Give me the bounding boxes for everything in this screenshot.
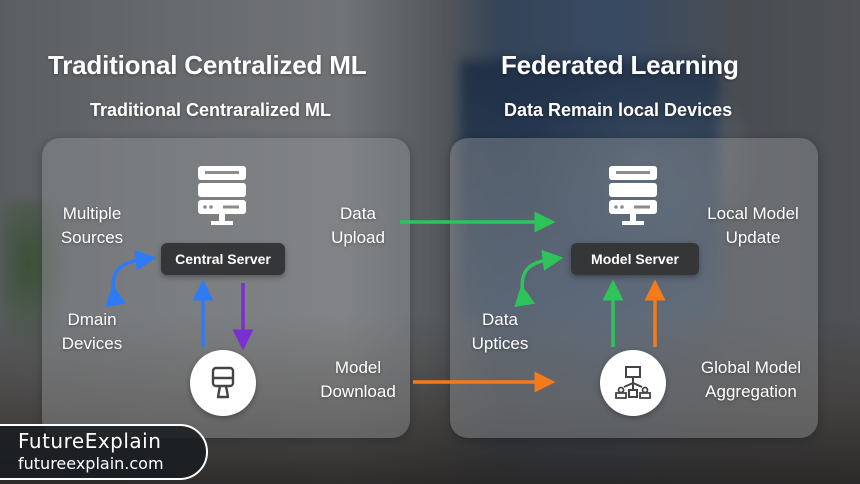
right-subtitle: Data Remain local Devices [504,100,733,120]
model-server-box: Model Server [571,243,699,275]
data-uptices-line2: Uptices [471,334,529,353]
model-download-line1: Model [334,358,382,377]
local-model-update-line1: Local Model [707,204,799,223]
global-model-aggregation-line2: Aggregation [705,382,797,401]
global-model-aggregation-line1: Global Model [700,358,802,377]
model-download-line2: Download [320,382,396,401]
background-plant [0,200,70,360]
left-title: Traditional Centralized ML [48,50,367,80]
local-model-update-line2: Update [725,228,781,247]
data-upload-line1: Data [340,204,376,223]
multiple-sources-line1: Multiple [62,204,122,223]
server-icon [609,166,657,225]
data-upload-label: Data Upload [318,202,398,250]
domain-devices-line1: Dmain [67,310,117,329]
left-subtitle: Traditional Centraralized ML [90,100,332,120]
local-model-update-label: Local Model Update [690,202,816,250]
brand-name: FutureExplain [18,429,162,453]
multiple-sources-label: Multiple Sources [52,202,132,250]
brand-badge: FutureExplain futureexplain.com [0,424,208,480]
domain-devices-label: Dmain Devices [52,308,132,356]
data-uptices-label: Data Uptices [460,308,540,356]
server-icon [198,166,246,225]
network-hierarchy-icon [615,366,651,399]
domain-devices-line2: Devices [61,334,123,353]
right-title: Federated Learning [501,50,739,80]
model-download-label: Model Download [308,356,408,404]
brand-url: futureexplain.com [18,454,164,473]
domain-device-node [190,350,256,416]
global-model-aggregation-label: Global Model Aggregation [688,356,814,404]
data-upload-line2: Upload [331,228,385,247]
global-aggregation-node [600,350,666,416]
desktop-monitor-icon [211,366,235,399]
multiple-sources-line2: Sources [60,228,124,247]
central-server-box: Central Server [161,243,285,275]
data-uptices-line1: Data [482,310,518,329]
